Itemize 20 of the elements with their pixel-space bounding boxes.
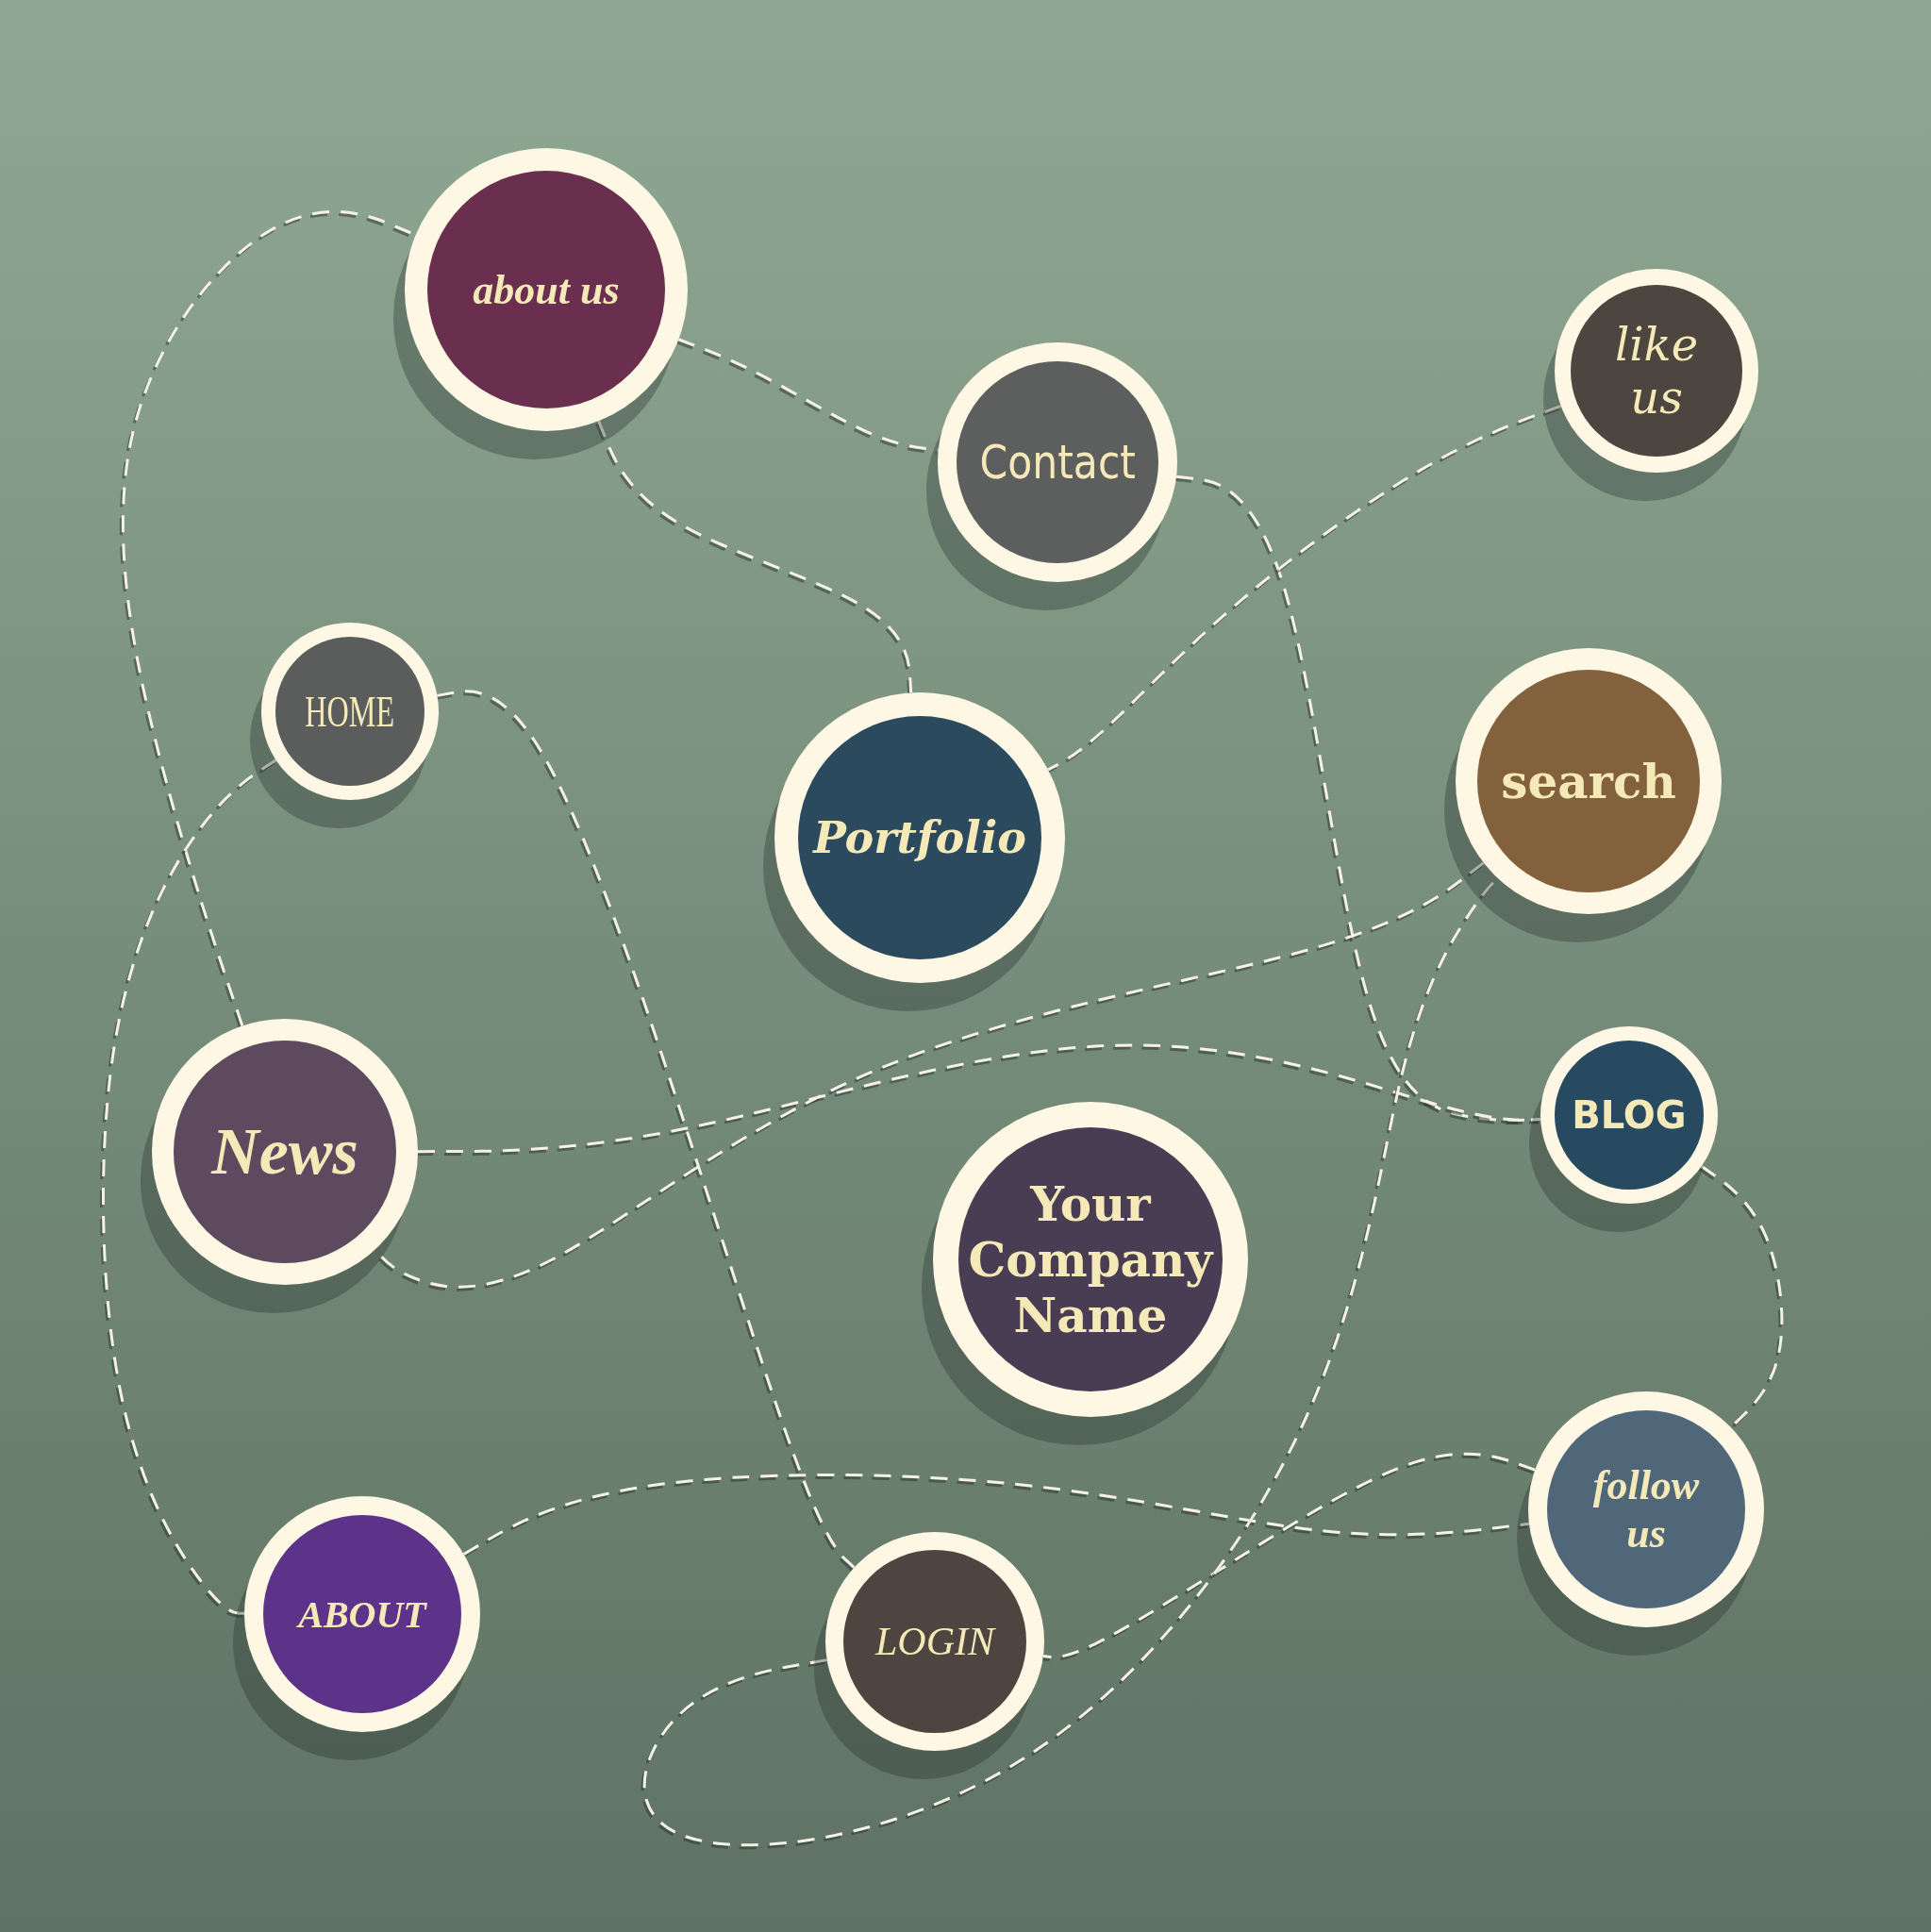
dashed-connector <box>437 690 856 1569</box>
node-label: ABOUT <box>298 1591 426 1637</box>
dashed-connector <box>101 758 277 1615</box>
node-label: about us <box>473 265 620 314</box>
dashed-connector <box>1047 404 1562 772</box>
node-label: search <box>1501 753 1676 809</box>
node-label: Your Company Name <box>968 1175 1213 1343</box>
node-label: LOGIN <box>875 1619 994 1664</box>
node-label: Portfolio <box>813 812 1026 863</box>
node-label: News <box>211 1114 358 1190</box>
node-label: follow us <box>1591 1461 1701 1557</box>
dashed-connector <box>597 420 913 693</box>
dashed-connector <box>418 1043 1541 1154</box>
dashed-connector <box>1042 1452 1536 1659</box>
dashed-connector <box>462 1474 1530 1556</box>
dashed-connector <box>677 338 939 452</box>
node-label: Contact <box>979 435 1136 490</box>
node-label: like us <box>1613 318 1700 424</box>
node-label: HOME <box>305 686 395 737</box>
node-label: BLOG <box>1572 1093 1687 1137</box>
